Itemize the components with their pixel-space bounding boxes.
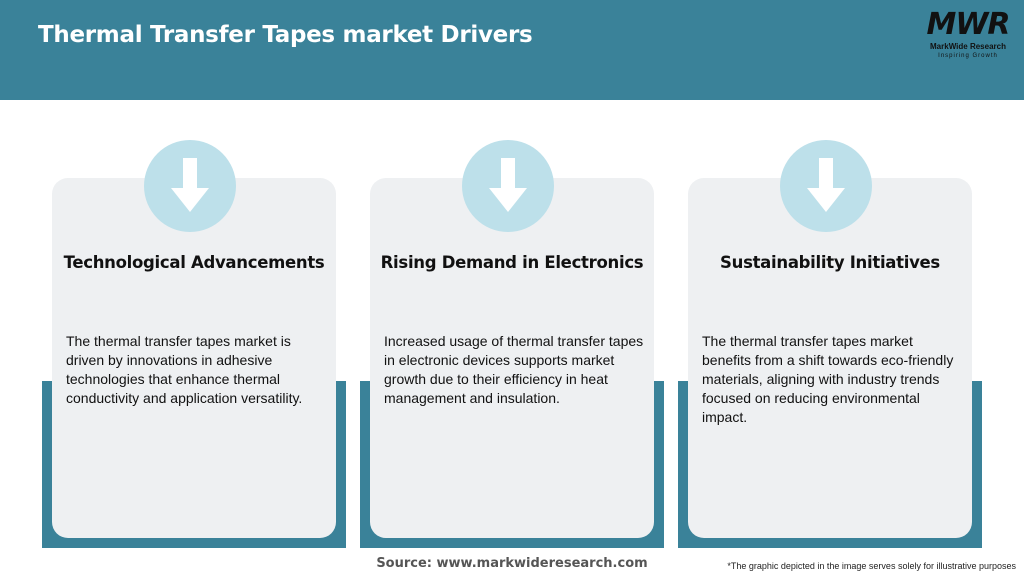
- logo-tagline: Inspiring Growth: [938, 53, 998, 59]
- card-description: Increased usage of thermal transfer tape…: [384, 333, 644, 406]
- card-description: The thermal transfer tapes market is dri…: [66, 333, 303, 406]
- arrow-down-icon: [171, 158, 209, 212]
- card-icon-circle: [780, 140, 872, 232]
- header-banner: Thermal Transfer Tapes market Drivers MW…: [0, 0, 1024, 100]
- company-logo: MWR MarkWide Research Inspiring Growth: [920, 8, 1016, 60]
- disclaimer-note: *The graphic depicted in the image serve…: [727, 561, 1016, 571]
- arrow-down-icon: [489, 158, 527, 212]
- driver-card-1: Technological Advancements The thermal t…: [42, 140, 346, 548]
- card-icon-circle: [462, 140, 554, 232]
- source-credit: Source: www.markwideresearch.com: [376, 556, 648, 571]
- logo-name: MarkWide Research: [930, 42, 1006, 51]
- card-title: Technological Advancements: [63, 253, 325, 272]
- card-panel: [52, 178, 336, 538]
- card-panel: [688, 178, 972, 538]
- page-title: Thermal Transfer Tapes market Drivers: [38, 22, 533, 48]
- driver-card-2: Rising Demand in Electronics Increased u…: [360, 140, 664, 548]
- logo-mark: MWR: [926, 7, 1010, 42]
- driver-card-3: Sustainability Initiatives The thermal t…: [678, 140, 982, 548]
- card-title: Rising Demand in Electronics: [380, 253, 644, 272]
- card-title: Sustainability Initiatives: [720, 253, 940, 272]
- card-description: The thermal transfer tapes market benefi…: [702, 333, 954, 425]
- card-icon-circle: [144, 140, 236, 232]
- card-panel: [370, 178, 654, 538]
- arrow-down-icon: [807, 158, 845, 212]
